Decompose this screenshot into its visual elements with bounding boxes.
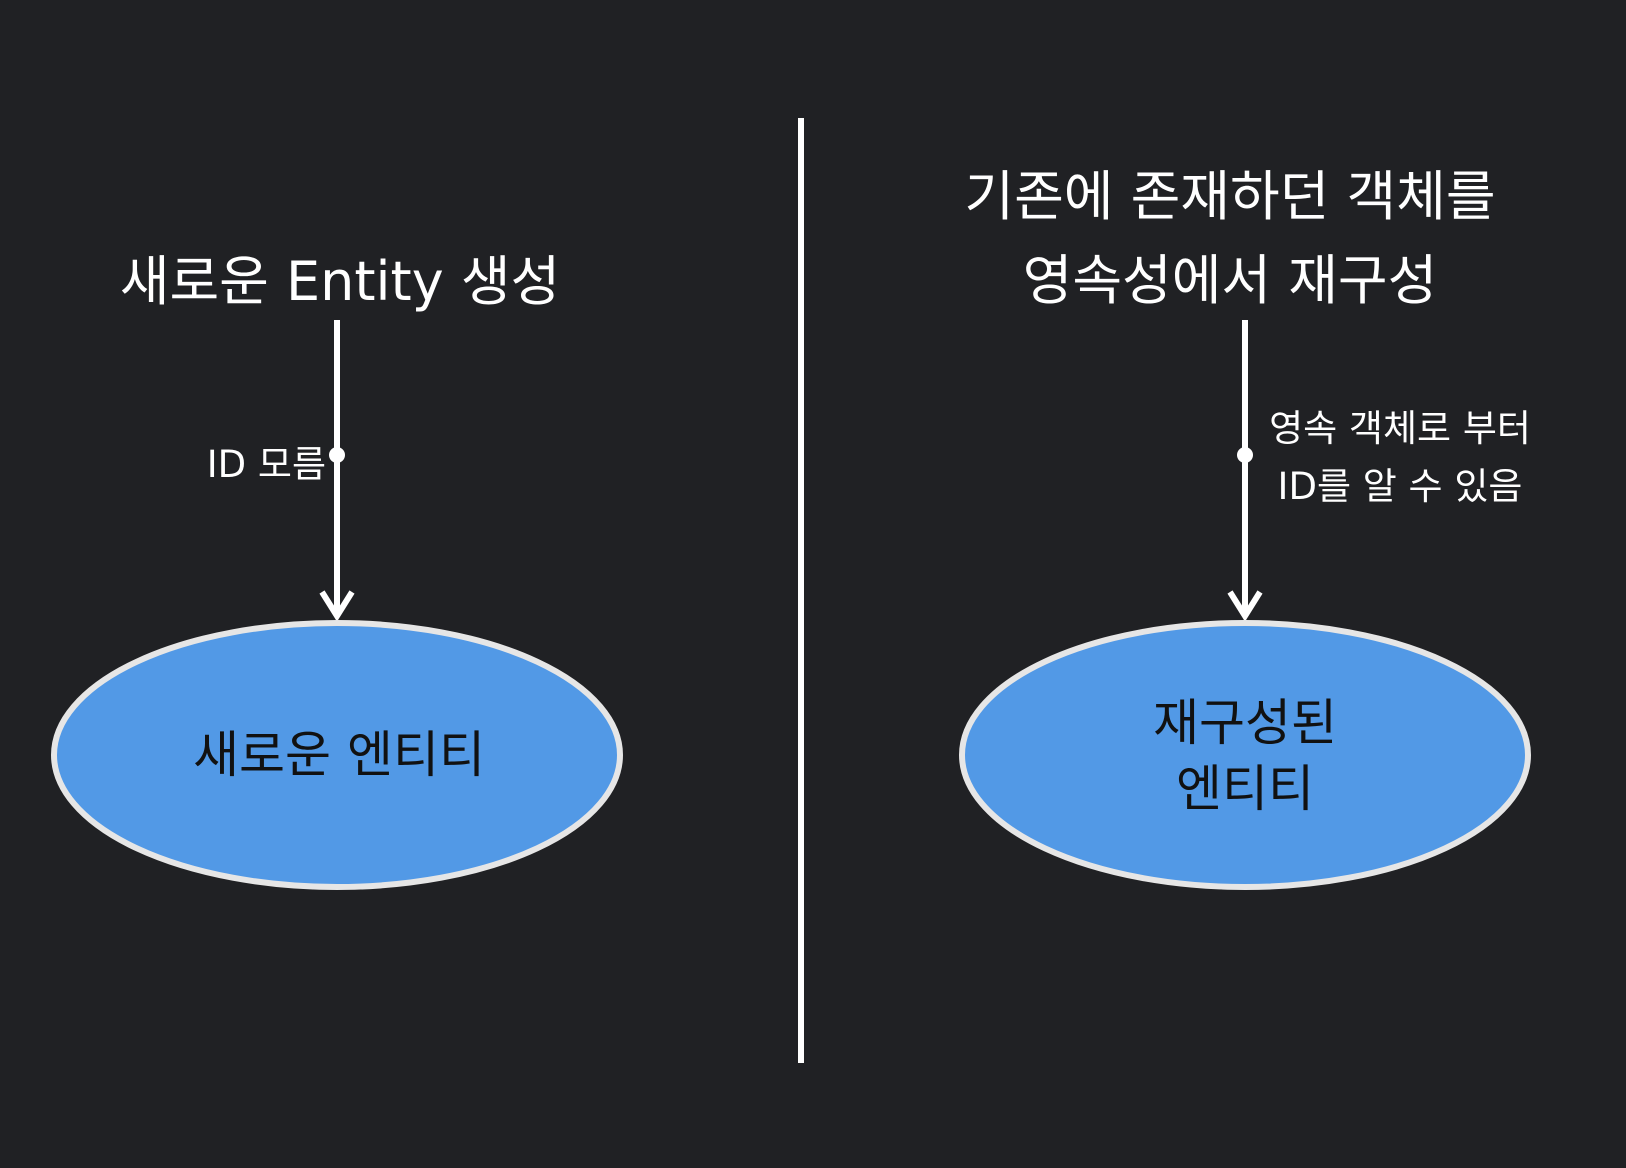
right-node-label-line-2: 엔티티 (1176, 760, 1314, 818)
left-edge-dot (329, 447, 345, 463)
left-title: 새로운 Entity 생성 (119, 250, 561, 313)
left-node-label-line-1: 새로운 엔티티 (193, 726, 485, 784)
right-edge-label-line-1: 영속 객체로 부터 (1269, 407, 1531, 450)
right-edge-dot (1237, 447, 1253, 463)
right-node-label: 재구성된 엔티티 (962, 690, 1528, 822)
left-arrow-head (319, 590, 355, 622)
left-node-shape (51, 620, 623, 890)
right-arrow-head (1227, 590, 1263, 622)
left-node-label: 새로운 엔티티 (56, 722, 622, 788)
right-edge-label: 영속 객체로 부터 ID를 알 수 있음 (1245, 400, 1555, 516)
right-title-line-2: 영속성에서 재구성 (1022, 249, 1438, 312)
right-node-label-line-1: 재구성된 (1153, 694, 1337, 752)
right-edge-label-line-2: ID를 알 수 있음 (1277, 465, 1523, 508)
right-title-line-1: 기존에 존재하던 객체를 (964, 165, 1496, 228)
right-title: 기존에 존재하던 객체를 영속성에서 재구성 (930, 155, 1530, 323)
left-edge-label: ID 모름 (206, 443, 326, 486)
right-node-shape (959, 620, 1531, 890)
